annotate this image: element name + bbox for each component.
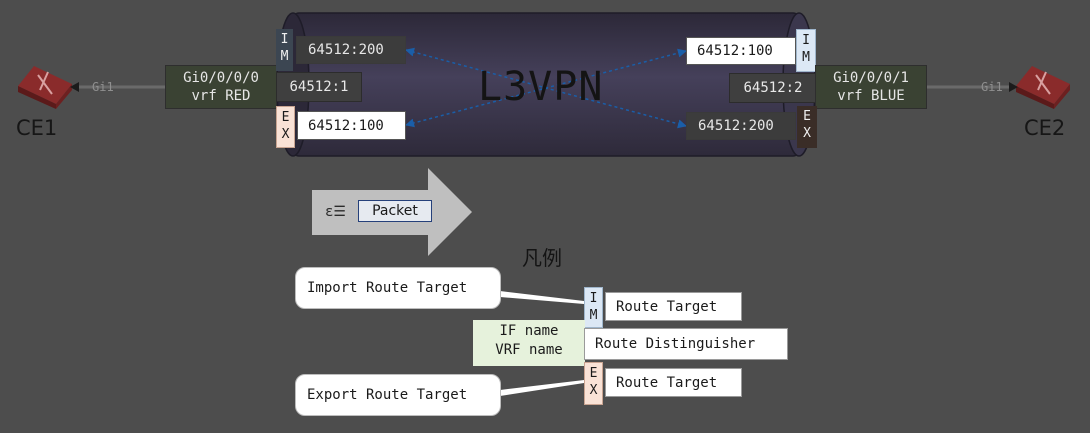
rt-exchange-arrow-2	[405, 47, 687, 129]
packet-icon: ε☰	[325, 204, 346, 220]
import-callout-pointer	[500, 291, 584, 304]
legend-interface-box: IF name VRF name	[473, 320, 585, 366]
legend-export-rt-box: Route Target	[605, 368, 742, 397]
import-rt-callout: Import Route Target	[295, 267, 501, 309]
left-pe-if-name: Gi0/0/0/0	[183, 70, 259, 86]
legend-rd-box: Route Distinguisher	[584, 328, 788, 360]
legend-title: 凡例	[522, 246, 562, 270]
ce1-router-icon	[18, 66, 79, 109]
l3vpn-title: L3VPN	[478, 64, 604, 110]
left-pe-interface-box: Gi0/0/0/0 vrf RED	[165, 65, 277, 109]
ce1-link-label: Gi1	[92, 80, 114, 94]
packet-label: Packet	[358, 200, 432, 222]
ce2-link-label: Gi1	[981, 80, 1003, 94]
ce2-label: CE2	[1024, 116, 1066, 140]
right-pe-if-name: Gi0/0/0/1	[833, 70, 909, 86]
export-callout-pointer	[500, 380, 584, 396]
left-pe-vrf-name: vrf RED	[191, 88, 251, 104]
right-pe-rd-box: 64512:2	[729, 73, 817, 103]
right-export-rt-box: 64512:200	[686, 112, 796, 140]
left-import-rt-box: 64512:200	[296, 36, 406, 64]
right-pe-vrf-name: vrf BLUE	[837, 88, 905, 104]
legend-import-rt-box: Route Target	[605, 292, 742, 321]
ce1-label: CE1	[16, 116, 58, 140]
left-export-rt-box: 64512:100	[297, 111, 406, 140]
left-pe-rd-box: 64512:1	[276, 72, 362, 102]
ce2-router-icon	[1009, 66, 1070, 109]
legend-vrf-name: VRF name	[495, 342, 563, 358]
legend-if-name: IF name	[499, 323, 559, 339]
right-import-rt-box: 64512:100	[686, 37, 796, 65]
right-pe-interface-box: Gi0/0/0/1 vrf BLUE	[815, 65, 927, 109]
export-rt-callout: Export Route Target	[295, 374, 501, 416]
